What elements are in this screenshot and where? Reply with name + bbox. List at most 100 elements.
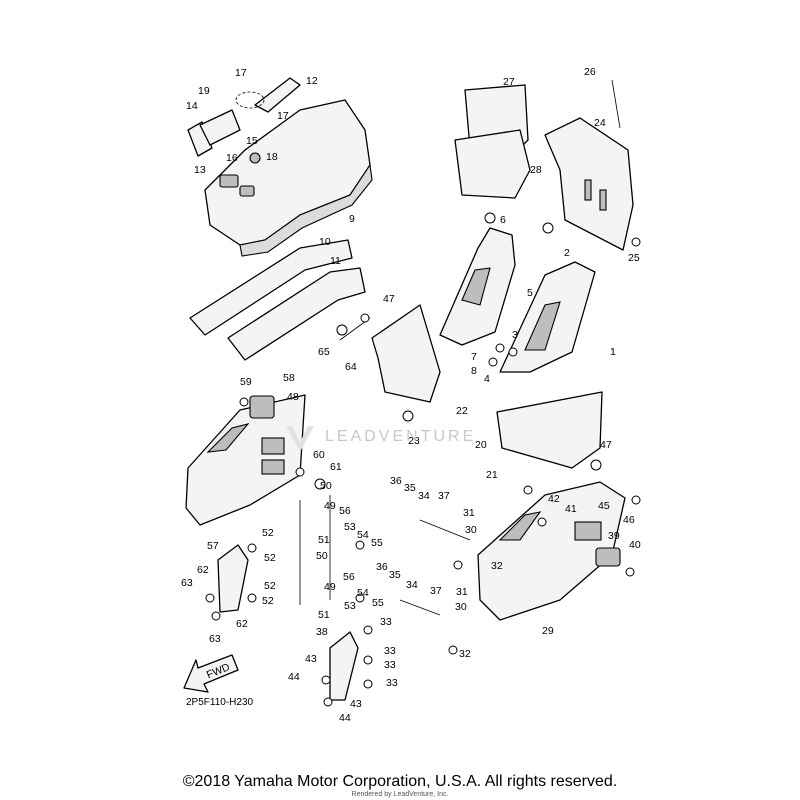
copyright-notice: ©2018 Yamaha Motor Corporation, U.S.A. A… bbox=[182, 773, 618, 790]
callout-label: 26 bbox=[584, 66, 596, 78]
callout-label: 61 bbox=[330, 461, 342, 473]
hardware bbox=[205, 212, 641, 707]
callout-label: 64 bbox=[345, 361, 357, 373]
callout-label: 47 bbox=[383, 293, 395, 305]
footrest-right-29 bbox=[477, 481, 626, 621]
callout-label: 52 bbox=[262, 527, 274, 539]
callout-label: 37 bbox=[430, 585, 442, 597]
callout-label: 43 bbox=[305, 653, 317, 665]
callout-label: 10 bbox=[319, 236, 331, 248]
callout-label: 43 bbox=[350, 698, 362, 710]
callout-label: 51 bbox=[318, 534, 330, 546]
callout-label: 39 bbox=[608, 530, 620, 542]
callout-label: 41 bbox=[565, 503, 577, 515]
console-assembly bbox=[187, 77, 373, 257]
callout-label: 37 bbox=[438, 490, 450, 502]
callout-label: 44 bbox=[288, 671, 300, 683]
seat-back-27 bbox=[454, 84, 531, 199]
leadventure-logo-watermark bbox=[286, 426, 314, 452]
callout-label: 1 bbox=[610, 346, 616, 358]
callout-label: 17 bbox=[235, 67, 247, 79]
callout-label: 62 bbox=[236, 618, 248, 630]
callout-label: 38 bbox=[316, 626, 328, 638]
watermark-text: LEADVENTURE bbox=[325, 428, 477, 445]
callout-label: 32 bbox=[491, 560, 503, 572]
callout-label: 5 bbox=[527, 287, 533, 299]
callout-label: 55 bbox=[371, 537, 383, 549]
callout-label: 32 bbox=[459, 648, 471, 660]
callout-label: 63 bbox=[209, 633, 221, 645]
callout-label: 59 bbox=[240, 376, 252, 388]
callout-label: 4 bbox=[484, 373, 490, 385]
callout-numbers: 1 2 3 4 5 6 7 8 9 10 11 12 13 14 15 16 1… bbox=[181, 66, 641, 724]
callout-label: 34 bbox=[406, 579, 418, 591]
small-brackets bbox=[217, 544, 359, 701]
drawing-code: 2P5F110-H230 bbox=[186, 697, 254, 708]
callout-label: 27 bbox=[503, 76, 515, 88]
callout-label: 2 bbox=[564, 247, 570, 259]
callout-label: 40 bbox=[629, 539, 641, 551]
callout-label: 16 bbox=[226, 152, 238, 164]
callout-label: 24 bbox=[594, 117, 606, 129]
callout-label: 15 bbox=[246, 135, 258, 147]
callout-label: 11 bbox=[330, 255, 341, 267]
callout-label: 63 bbox=[181, 577, 193, 589]
callout-label: 52 bbox=[264, 580, 276, 592]
shield-1 bbox=[499, 261, 596, 373]
callout-label: 30 bbox=[455, 601, 467, 613]
callout-label: 8 bbox=[471, 365, 477, 377]
callout-label: 18 bbox=[266, 151, 278, 163]
callout-label: 49 bbox=[324, 581, 336, 593]
side-covers-10-11 bbox=[189, 239, 366, 361]
callout-label: 35 bbox=[389, 569, 401, 581]
bracket-plate-22 bbox=[371, 304, 441, 403]
side-panel-24 bbox=[544, 79, 634, 251]
callout-label: 33 bbox=[386, 677, 398, 689]
callout-label: 7 bbox=[471, 351, 477, 363]
callout-label: 53 bbox=[344, 521, 356, 533]
shield-5 bbox=[439, 227, 516, 346]
callout-label: 54 bbox=[357, 529, 369, 541]
rendered-by-notice: Rendered by LeadVenture, Inc. bbox=[351, 791, 449, 798]
callout-label: 51 bbox=[318, 609, 330, 621]
fwd-arrow: FWD bbox=[183, 654, 239, 693]
callout-label: 30 bbox=[465, 524, 477, 536]
callout-label: 49 bbox=[324, 500, 336, 512]
callout-label: 56 bbox=[343, 571, 355, 583]
callout-label: 58 bbox=[283, 372, 295, 384]
callout-label: 17 bbox=[277, 110, 289, 122]
callout-label: 54 bbox=[357, 587, 369, 599]
callout-label: 20 bbox=[475, 439, 487, 451]
callout-label: 60 bbox=[313, 449, 325, 461]
callout-label: 53 bbox=[344, 600, 356, 612]
callout-label: 65 bbox=[318, 346, 330, 358]
callout-label: 36 bbox=[376, 561, 388, 573]
callout-label: 28 bbox=[530, 164, 542, 176]
callout-label: 22 bbox=[456, 405, 468, 417]
callout-label: 62 bbox=[197, 564, 209, 576]
callout-label: 21 bbox=[486, 469, 498, 481]
callout-label: 33 bbox=[384, 659, 396, 671]
callout-label: 47 bbox=[600, 439, 612, 451]
callout-label: 35 bbox=[404, 482, 416, 494]
callout-label: 56 bbox=[339, 505, 351, 517]
callout-label: 31 bbox=[463, 507, 475, 519]
callout-label: 45 bbox=[598, 500, 610, 512]
callout-label: 50 bbox=[316, 550, 328, 562]
callout-label: 50 bbox=[320, 480, 332, 492]
callout-label: 29 bbox=[542, 625, 554, 637]
callout-label: 36 bbox=[390, 475, 402, 487]
callout-label: 25 bbox=[628, 252, 640, 264]
callout-label: 52 bbox=[264, 552, 276, 564]
callout-label: 55 bbox=[372, 597, 384, 609]
callout-label: 19 bbox=[198, 85, 210, 97]
callout-label: 13 bbox=[194, 164, 206, 176]
callout-label: 42 bbox=[548, 493, 560, 505]
callout-label: 31 bbox=[456, 586, 468, 598]
callout-label: 33 bbox=[380, 616, 392, 628]
callout-label: 46 bbox=[623, 514, 635, 526]
callout-label: 34 bbox=[418, 490, 430, 502]
callout-label: 6 bbox=[500, 214, 506, 226]
callout-label: 23 bbox=[408, 435, 420, 447]
callout-label: 57 bbox=[207, 540, 219, 552]
